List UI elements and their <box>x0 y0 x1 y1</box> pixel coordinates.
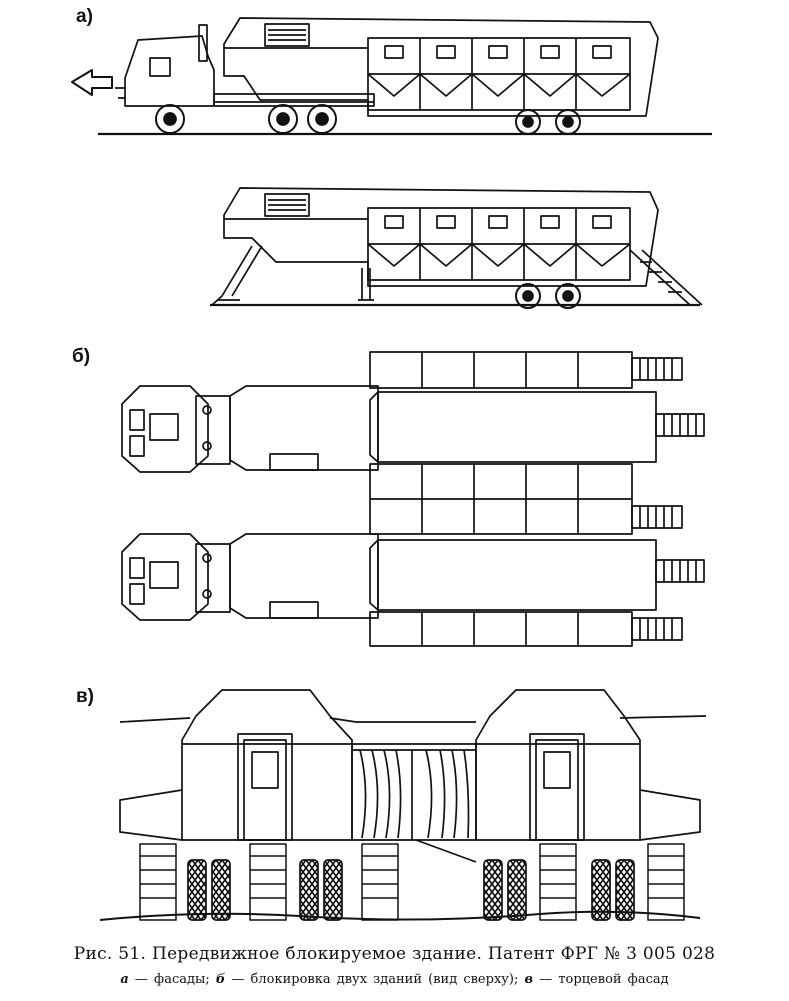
legend-key-b: б <box>215 972 226 987</box>
figure-caption: Рис. 51. Передвижное блокируемое здание.… <box>0 944 789 987</box>
legend-key-a: а <box>120 972 129 987</box>
panel-label-v: в) <box>76 686 95 707</box>
tire-group <box>187 859 635 921</box>
legend-key-v: в <box>524 972 534 987</box>
panel-label-a: а) <box>76 6 93 27</box>
caption-title: Рис. 51. Передвижное блокируемое здание.… <box>73 944 716 964</box>
end-facade-view <box>99 689 707 921</box>
legend-text-b: — блокировка двух зданий (вид сверху); <box>231 972 519 987</box>
legend-text-a: — фасады; <box>134 972 210 987</box>
direction-arrow-icon <box>71 69 113 96</box>
truck-side-view <box>71 17 712 136</box>
legend-text-v: — торцевой фасад <box>539 972 669 987</box>
plan-view-unit-1 <box>121 351 705 535</box>
panel-label-b: б) <box>72 346 91 367</box>
caption-legend: а — фасады; б — блокировка двух зданий (… <box>0 972 789 987</box>
trailer-parked-view <box>210 187 703 309</box>
plan-view-unit-2 <box>121 533 705 647</box>
